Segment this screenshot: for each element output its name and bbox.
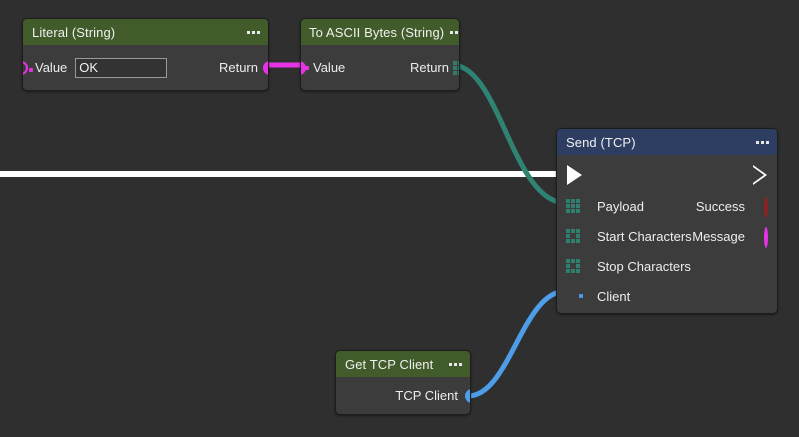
port-return-output[interactable]	[263, 61, 268, 75]
grid-port-icon	[566, 259, 580, 273]
port-label-value: Value	[35, 60, 68, 75]
port-label-message: Message	[692, 228, 745, 244]
port-row-client: Client	[557, 281, 777, 311]
port-start-characters-input[interactable]	[566, 229, 580, 243]
wire-ascii-to-payload	[449, 62, 569, 206]
circle-port-icon	[465, 389, 470, 403]
port-return-output[interactable]	[453, 61, 459, 75]
port-message-output[interactable]	[764, 227, 768, 248]
node-get-tcp-client[interactable]: Get TCP Client TCP Client	[335, 350, 471, 415]
wire-client-to-send	[465, 288, 569, 399]
node-title: Send (TCP)	[566, 134, 636, 150]
node-body: Value Return	[301, 45, 459, 90]
ellipsis-icon[interactable]	[247, 30, 260, 34]
value-input-field[interactable]	[75, 57, 168, 78]
circle-port-icon	[764, 197, 768, 218]
node-body: TCP Client	[336, 377, 470, 414]
circle-port-icon	[764, 227, 768, 248]
port-label-tcp-client: TCP Client	[395, 388, 458, 403]
node-title: To ASCII Bytes (String)	[309, 24, 445, 40]
ellipsis-icon[interactable]	[449, 362, 462, 366]
port-label-stop-characters: Stop Characters	[597, 258, 691, 274]
node-title: Literal (String)	[32, 24, 116, 40]
port-label-return: Return	[218, 60, 258, 75]
node-header[interactable]: Get TCP Client	[336, 351, 470, 377]
port-value-input[interactable]	[301, 61, 309, 75]
port-label-value: Value	[313, 60, 346, 75]
port-label-payload: Payload	[597, 198, 644, 214]
node-body: Payload Success Start Characters Message	[557, 155, 777, 311]
node-header[interactable]: Send (TCP)	[557, 129, 777, 155]
port-stop-characters-input[interactable]	[566, 259, 580, 273]
port-payload-input[interactable]	[566, 199, 580, 213]
node-to-ascii-bytes-string[interactable]: To ASCII Bytes (String) Value Return	[300, 18, 460, 91]
node-send-tcp[interactable]: Send (TCP) Payload Success	[556, 128, 778, 314]
port-row-tcp-client: TCP Client	[336, 377, 470, 414]
node-title: Get TCP Client	[345, 356, 434, 372]
node-literal-string[interactable]: Literal (String) Value Return	[22, 18, 269, 91]
ellipsis-icon[interactable]	[450, 30, 459, 34]
port-label-return: Return	[409, 60, 449, 75]
port-label-success: Success	[695, 198, 745, 214]
port-row-start-characters: Start Characters Message	[557, 221, 777, 251]
ellipsis-icon[interactable]	[756, 140, 769, 144]
exec-row	[557, 159, 777, 191]
grid-port-icon	[566, 229, 580, 243]
port-label-start-characters: Start Characters	[597, 228, 692, 244]
node-header[interactable]: To ASCII Bytes (String)	[301, 19, 459, 45]
port-row-stop-characters: Stop Characters	[557, 251, 777, 281]
node-body: Value Return	[23, 45, 268, 90]
port-label-client: Client	[597, 288, 631, 304]
grid-port-icon	[566, 199, 580, 213]
port-row-value: Value Return	[23, 45, 268, 90]
port-row-value: Value Return	[301, 45, 459, 90]
port-value-input[interactable]	[23, 61, 33, 75]
port-success-output[interactable]	[764, 197, 768, 218]
port-row-payload: Payload Success	[557, 191, 777, 221]
circle-port-icon	[263, 61, 268, 75]
exec-in-arrow-icon[interactable]	[567, 165, 582, 185]
exec-out-arrow-icon[interactable]	[753, 165, 767, 185]
port-tcp-client-output[interactable]	[465, 389, 470, 403]
circle-port-icon	[23, 61, 33, 75]
grid-port-icon	[453, 61, 459, 75]
node-header[interactable]: Literal (String)	[23, 19, 268, 45]
circle-port-icon	[301, 61, 309, 75]
